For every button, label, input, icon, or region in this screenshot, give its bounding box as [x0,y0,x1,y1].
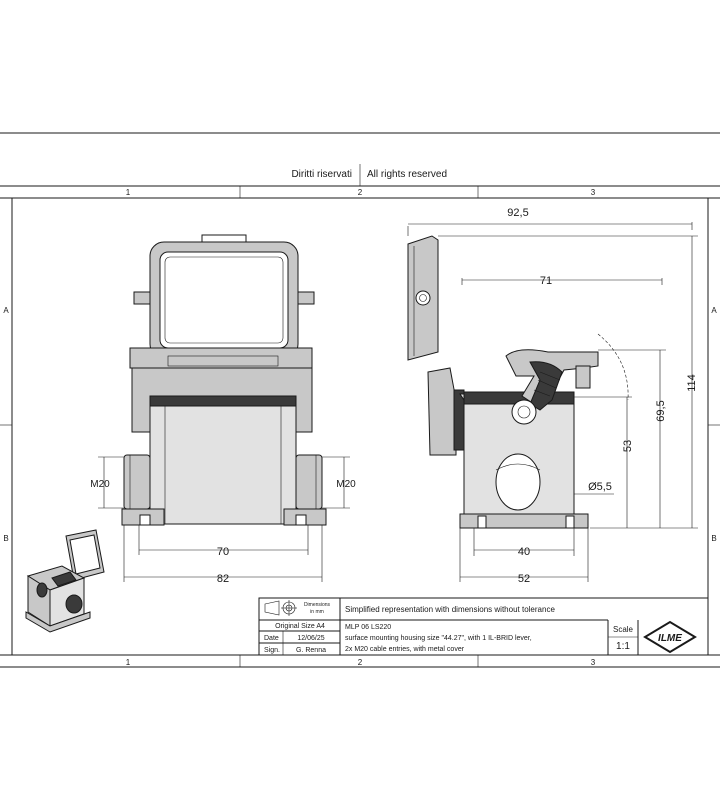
dimensions-unit: in mm [310,609,324,615]
date-label: Date [264,635,279,642]
front-dimensions [98,456,350,582]
row-label-b-left: B [3,534,8,543]
col-label-2-bottom: 2 [358,658,363,667]
col-label-3-top: 3 [591,188,596,197]
rights-en-text: All rights reserved [367,169,447,180]
isometric-view [25,529,105,633]
rights-it-text: Diritti riservati [291,169,352,180]
dim-53: 53 [622,440,634,452]
side-dimensions [407,222,698,582]
part-number: MLP 06 LS220 [345,624,391,631]
date-value: 12/06/25 [297,635,324,642]
scale-value: 1:1 [616,641,630,652]
dim-71: 71 [540,275,552,287]
sign-value: G. Renna [296,647,326,654]
dim-m20-left: M20 [90,479,110,490]
description-line-1: surface mounting housing size "44.27", w… [345,635,532,642]
row-label-b-right: B [711,534,716,543]
dim-92-5: 92,5 [507,207,528,219]
dim-m20-right: M20 [336,479,356,490]
dim-hole-diameter: Ø5,5 [588,481,612,493]
dim-82: 82 [217,573,229,585]
side-view [407,235,629,529]
col-label-1-top: 1 [126,188,131,197]
description-line-2: 2x M20 cable entries, with metal cover [345,646,465,653]
drawing-frame [0,132,720,668]
scale-label: Scale [613,625,634,634]
tolerance-note: Simplified representation with dimension… [345,605,555,614]
title-block [258,597,709,656]
sign-label: Sign. [264,647,280,654]
dim-52: 52 [518,573,530,585]
ilme-logo: ILME [643,620,697,654]
front-view [121,234,327,526]
row-label-a-right: A [711,306,717,315]
col-label-1-bottom: 1 [126,658,131,667]
dim-70: 70 [217,546,229,558]
dimensions-label: Dimensions [304,602,331,608]
col-label-3-bottom: 3 [591,658,596,667]
dim-114: 114 [686,374,698,392]
original-size: Original Size A4 [275,623,325,630]
svg-text:ILME: ILME [658,633,682,644]
col-label-2-top: 2 [358,188,363,197]
dim-40: 40 [518,546,530,558]
dim-69-5: 69,5 [655,400,667,421]
row-label-a-left: A [3,306,9,315]
